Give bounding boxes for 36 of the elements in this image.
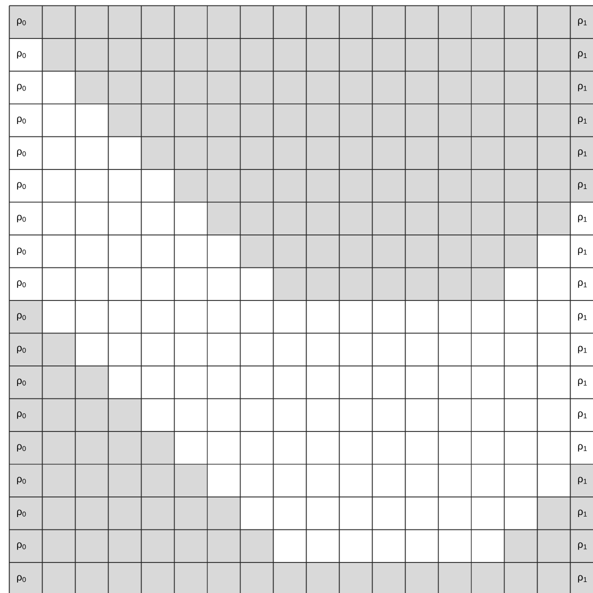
cell-label: ρ$_{1}$	[578, 182, 587, 190]
cell-label: ρ$_{0}$	[17, 18, 26, 26]
cell-label: ρ$_{0}$	[17, 313, 26, 321]
cell-label: ρ$_{1}$	[578, 116, 587, 124]
cell-label: ρ$_{0}$	[17, 444, 26, 452]
cell-label: ρ$_{1}$	[578, 411, 587, 419]
cell-label: ρ$_{0}$	[17, 542, 26, 550]
cell-label: ρ$_{1}$	[578, 84, 587, 92]
cell-label: ρ$_{0}$	[17, 116, 26, 124]
cell-label: ρ$_{0}$	[17, 182, 26, 190]
cell-label: ρ$_{0}$	[17, 248, 26, 256]
cell-label: ρ$_{0}$	[17, 510, 26, 518]
cell-label: ρ$_{1}$	[578, 248, 587, 256]
cell-label: ρ$_{1}$	[578, 575, 587, 583]
cell-label: ρ$_{0}$	[17, 84, 26, 92]
cell-label: ρ$_{0}$	[17, 575, 26, 583]
cell-label: ρ$_{0}$	[17, 378, 26, 386]
cell-label: ρ$_{1}$	[578, 51, 587, 59]
cell-label: ρ$_{1}$	[578, 18, 587, 26]
cell-label: ρ$_{0}$	[17, 51, 26, 59]
cell-label: ρ$_{1}$	[578, 444, 587, 452]
cell-label: ρ$_{1}$	[578, 313, 587, 321]
cell-label: ρ$_{0}$	[17, 214, 26, 222]
cell-label: ρ$_{1}$	[578, 378, 587, 386]
cell-label: ρ$_{1}$	[578, 346, 587, 354]
cell-label: ρ$_{0}$	[17, 149, 26, 157]
cell-label: ρ$_{1}$	[578, 476, 587, 484]
cell-label: ρ$_{0}$	[17, 411, 26, 419]
cell-label: ρ$_{0}$	[17, 280, 26, 288]
cell-label: ρ$_{1}$	[578, 510, 587, 518]
cell-label: ρ$_{0}$	[17, 346, 26, 354]
cell-label: ρ$_{0}$	[17, 476, 26, 484]
cell-label: ρ$_{1}$	[578, 214, 587, 222]
cell-label: ρ$_{1}$	[578, 149, 587, 157]
cell-label: ρ$_{1}$	[578, 280, 587, 288]
cell-label: ρ$_{1}$	[578, 542, 587, 550]
